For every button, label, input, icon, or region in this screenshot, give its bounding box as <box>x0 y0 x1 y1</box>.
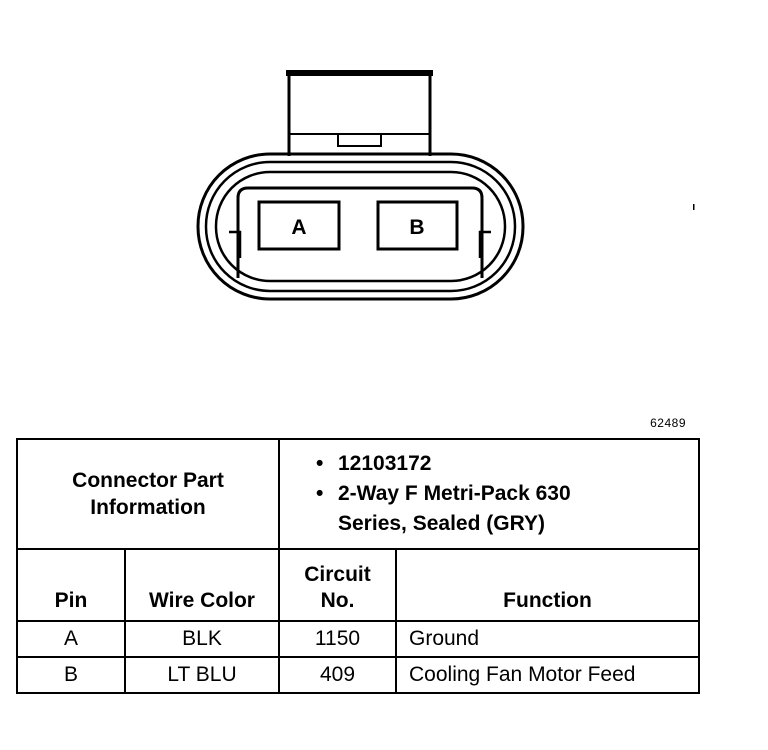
connector-latch <box>286 70 433 156</box>
cell-circuit: 409 <box>278 656 397 694</box>
bullet-icon: • <box>316 482 324 505</box>
header-function: Function <box>395 548 700 622</box>
cell-function: Cooling Fan Motor Feed <box>395 656 700 694</box>
part-info-label-line1: Connector Part <box>72 469 224 492</box>
table-row: B LT BLU 409 Cooling Fan Motor Feed <box>16 656 700 694</box>
connector-body <box>196 152 525 301</box>
stray-mark <box>693 204 695 210</box>
column-header-row: Pin Wire Color Circuit No. Function <box>16 548 700 622</box>
header-circuit-no: Circuit No. <box>278 548 397 622</box>
part-number: 12103172 <box>338 452 432 475</box>
part-info-row: Connector Part Information • 12103172 • … <box>16 438 700 550</box>
terminal-cavity-a: A <box>257 200 341 251</box>
header-circuit-line1: Circuit <box>304 563 371 586</box>
cell-circuit: 1150 <box>278 620 397 658</box>
part-info-details-cell: • 12103172 • 2-Way F Metri-Pack 630 Seri… <box>278 438 700 550</box>
cell-wire-color: LT BLU <box>124 656 280 694</box>
part-description-line2: Series, Sealed (GRY) <box>338 512 545 535</box>
bullet-icon: • <box>316 452 324 475</box>
part-description-bullet: • 2-Way F Metri-Pack 630 <box>316 479 698 509</box>
part-info-label-cell: Connector Part Information <box>16 438 280 550</box>
header-circuit-line2: No. <box>320 589 355 612</box>
pin-label-a: A <box>291 216 306 239</box>
part-description-line1: 2-Way F Metri-Pack 630 <box>338 482 571 505</box>
pin-label-b: B <box>409 216 424 239</box>
figure-number: 62489 <box>650 416 686 430</box>
header-pin: Pin <box>16 548 126 622</box>
header-wire-color: Wire Color <box>124 548 280 622</box>
cell-wire-color: BLK <box>124 620 280 658</box>
part-number-bullet: • 12103172 <box>316 449 698 479</box>
terminal-cavity-b: B <box>376 200 459 251</box>
connector-info-table: Connector Part Information • 12103172 • … <box>16 438 700 694</box>
cell-pin: B <box>16 656 126 694</box>
connector-face-diagram: A B <box>196 70 695 301</box>
cell-function: Ground <box>395 620 700 658</box>
part-info-label-line2: Information <box>90 496 206 519</box>
cell-pin: A <box>16 620 126 658</box>
table-row: A BLK 1150 Ground <box>16 620 700 658</box>
